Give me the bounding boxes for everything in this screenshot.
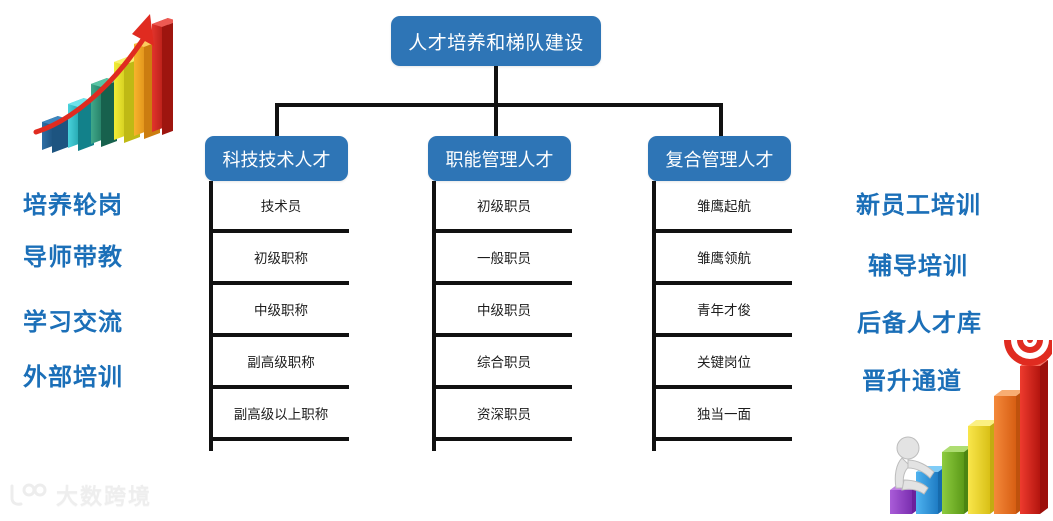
list-item: 综合职员: [436, 337, 572, 389]
right-label-0: 新员工培训: [856, 192, 981, 219]
column-spine-0: [209, 181, 213, 451]
growth-bar-chart-icon: [33, 14, 173, 153]
column-spine-1: [432, 181, 436, 451]
list-item: 技术员: [213, 181, 349, 233]
list-item: 青年才俊: [656, 285, 792, 337]
list-item: 中级职员: [436, 285, 572, 337]
list-item: 副高级职称: [213, 337, 349, 389]
connector-horizontal-bar: [275, 103, 723, 107]
left-label-0: 培养轮岗: [23, 192, 123, 219]
root-node-title: 人才培养和梯队建设: [391, 16, 601, 66]
item-column-1: 初级职员 一般职员 中级职员 综合职员 资深职员: [432, 181, 572, 451]
list-item: 中级职称: [213, 285, 349, 337]
item-column-2: 雏鹰起航 雏鹰领航 青年才俊 关键岗位 独当一面: [652, 181, 792, 451]
item-column-0: 技术员 初级职称 中级职称 副高级职称 副高级以上职称: [209, 181, 349, 451]
connector-stem: [494, 66, 498, 107]
list-item: 一般职员: [436, 233, 572, 285]
list-item: 资深职员: [436, 389, 572, 441]
category-box-0: 科技技术人才: [205, 136, 348, 181]
right-label-1: 辅导培训: [868, 253, 968, 280]
logo-mark-icon: [10, 483, 47, 506]
right-label-2: 后备人才库: [857, 310, 982, 337]
left-label-3: 外部培训: [23, 364, 123, 391]
connector-drop-1: [494, 103, 498, 139]
list-item: 副高级以上职称: [213, 389, 349, 441]
column-spine-2: [652, 181, 656, 451]
list-item: 雏鹰领航: [656, 233, 792, 285]
watermark-text: 大数跨境: [56, 484, 153, 509]
connector-drop-2: [719, 103, 723, 139]
watermark: 大数跨境: [6, 479, 152, 511]
list-item: 初级职称: [213, 233, 349, 285]
left-label-1: 导师带教: [23, 244, 123, 271]
climbing-stairs-target-icon: [890, 340, 1052, 514]
list-item: 初级职员: [436, 181, 572, 233]
left-label-2: 学习交流: [23, 309, 123, 336]
right-label-3: 晋升通道: [862, 368, 962, 395]
list-item: 雏鹰起航: [656, 181, 792, 233]
list-item: 关键岗位: [656, 337, 792, 389]
category-box-1: 职能管理人才: [428, 136, 571, 181]
list-item: 独当一面: [656, 389, 792, 441]
category-box-2: 复合管理人才: [648, 136, 791, 181]
connector-drop-0: [275, 103, 279, 139]
